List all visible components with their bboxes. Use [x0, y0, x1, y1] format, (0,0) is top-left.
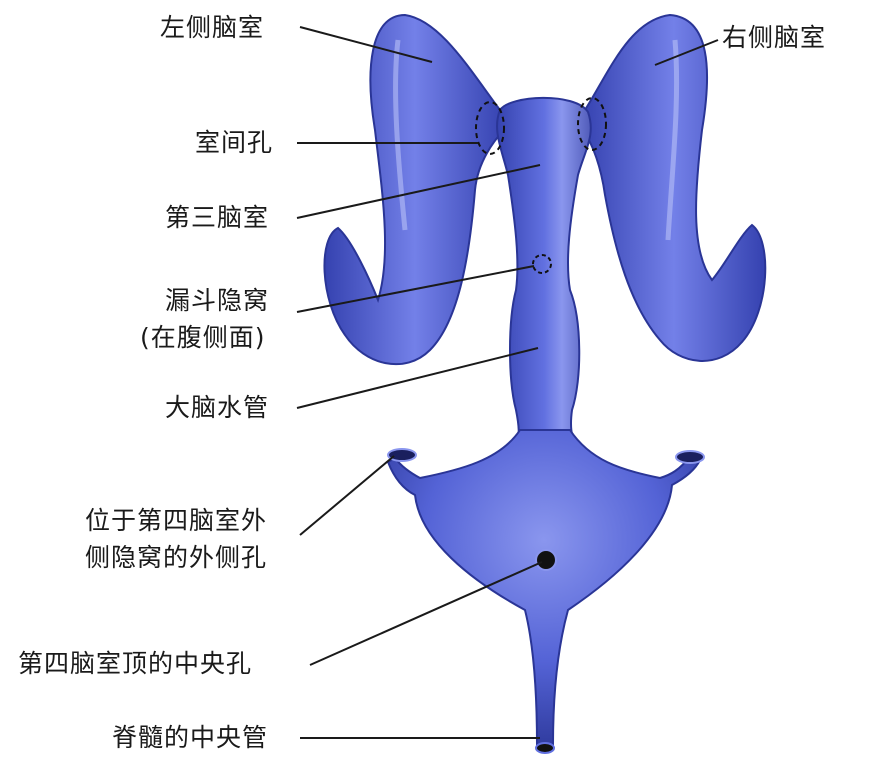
central-canal-opening [536, 743, 554, 753]
left-lateral-ventricle-shape [324, 15, 505, 364]
label-infundibular-recess-line1: 漏斗隐窝 [165, 285, 269, 317]
label-cerebral-aqueduct: 大脑水管 [165, 392, 269, 424]
third-ventricle-aqueduct-shape [490, 98, 610, 470]
median-aperture-opening [536, 550, 556, 570]
label-central-canal: 脊髓的中央管 [112, 722, 268, 754]
fourth-ventricle-shape [388, 430, 700, 745]
label-third-ventricle: 第三脑室 [165, 202, 269, 234]
label-lateral-aperture-line2: 侧隐窝的外侧孔 [85, 542, 267, 574]
leader-median-aperture [310, 562, 542, 665]
label-lateral-aperture-line1: 位于第四脑室外 [85, 505, 267, 537]
label-infundibular-recess-line2: (在腹侧面) [140, 322, 266, 354]
left-lateral-aperture-opening [388, 449, 416, 461]
leader-lateral-aperture [300, 456, 394, 535]
right-lateral-aperture-opening [676, 451, 704, 463]
label-median-aperture: 第四脑室顶的中央孔 [18, 648, 252, 680]
label-left-lateral-ventricle: 左侧脑室 [160, 12, 264, 44]
label-interventricular-foramen: 室间孔 [195, 127, 273, 159]
label-right-lateral-ventricle: 右侧脑室 [722, 22, 826, 54]
